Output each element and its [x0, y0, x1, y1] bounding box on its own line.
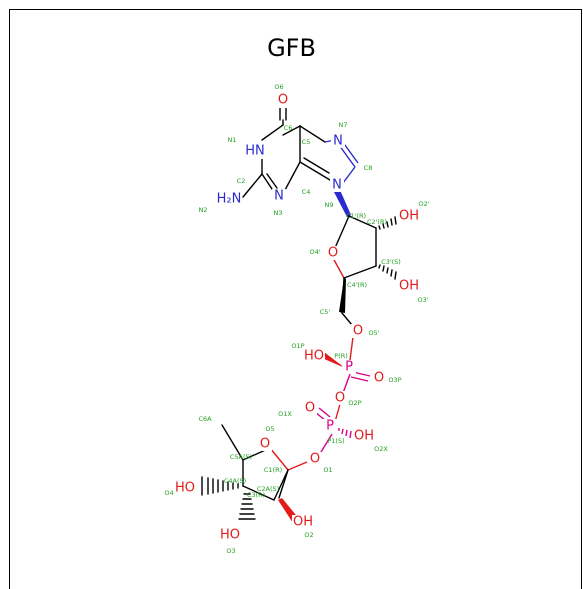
- label-o5: O5: [265, 425, 274, 433]
- label-o1x: O1X: [278, 410, 292, 418]
- c4-oh-hash: [201, 476, 239, 496]
- atom-n1: HN: [245, 144, 265, 159]
- label-c6: C6: [284, 124, 293, 132]
- ribose-bonds: [332, 215, 377, 326]
- atom-o3p: O: [374, 371, 384, 386]
- atom-n7: N: [333, 134, 343, 149]
- atom-n3: N: [274, 189, 284, 204]
- label-o4: O4: [164, 489, 173, 497]
- label-c4-prime: C4'(R): [347, 281, 367, 289]
- label-c5: C5: [302, 138, 311, 146]
- atom-o5-prime: O: [353, 324, 363, 339]
- label-c2-prime: C2'(R): [367, 218, 387, 226]
- label-o4-prime: O4': [309, 248, 320, 256]
- atom-name-labels: O6 C6 N1 C5 N7 C8 C2 C4 N9 N2 N3 C1'(R) …: [164, 83, 429, 555]
- label-c3-prime: C3'(S): [381, 258, 401, 266]
- atom-o4-prime: O: [328, 246, 338, 261]
- label-o1p: O1P: [291, 342, 304, 350]
- label-o3p: O3P: [388, 376, 401, 384]
- label-c4: C4: [302, 188, 311, 196]
- label-o6: O6: [274, 83, 283, 91]
- pa-oh-hash: [338, 428, 352, 439]
- atom-o3-prime: OH: [399, 279, 419, 294]
- atom-o2p: O: [335, 391, 345, 406]
- atom-o3: HO: [220, 528, 240, 543]
- atom-pb-oh: HO: [304, 349, 324, 364]
- label-c1-prime: C1'(R): [346, 212, 366, 220]
- atom-o6: O: [278, 93, 288, 108]
- atom-n9: N: [332, 178, 342, 193]
- label-pb: P(R): [334, 352, 348, 360]
- atom-pb: P: [345, 360, 353, 375]
- atom-pa: P: [326, 419, 334, 434]
- label-c3: C3(R): [247, 491, 265, 499]
- label-c2a: C2A(S): [257, 485, 279, 493]
- label-o2p: O2P: [348, 399, 361, 407]
- c4-c5-wedge: [339, 278, 346, 313]
- diagram-frame: [9, 9, 582, 589]
- label-o2-prime: O2': [418, 200, 429, 208]
- atom-o1: O: [310, 452, 320, 467]
- label-c4a: C4A(S): [224, 477, 246, 485]
- atom-o2: OH: [293, 515, 313, 530]
- label-n1: N1: [228, 136, 237, 144]
- label-c5-prime: C5': [320, 308, 331, 316]
- label-n9: N9: [325, 201, 334, 209]
- sugar-bonds: [221, 424, 308, 501]
- label-c6a: C6A: [198, 415, 212, 423]
- label-n3: N3: [274, 209, 283, 217]
- atom-pa-oh: OH: [354, 429, 374, 444]
- label-o1: O1: [323, 466, 332, 474]
- c3-oh-hash: [238, 493, 256, 520]
- label-pa: P1(S): [327, 437, 344, 445]
- label-o3-prime: O3': [417, 296, 428, 304]
- ribose-hash-bonds: [378, 216, 397, 280]
- atom-n2: H₂N: [217, 192, 242, 207]
- atom-o5: O: [260, 437, 270, 452]
- label-o2: O2: [304, 531, 313, 539]
- label-o3: O3: [226, 547, 235, 555]
- atom-o4: HO: [175, 481, 195, 496]
- atom-o1x: O: [305, 401, 315, 416]
- label-c8: C8: [364, 164, 373, 172]
- label-o2x: O2X: [374, 445, 388, 453]
- label-c1: C1(R): [264, 466, 282, 474]
- label-o5-prime: O5': [368, 329, 379, 337]
- label-c5a: C5A(S): [230, 453, 252, 461]
- label-c2: C2: [237, 177, 246, 185]
- atom-symbols: O HN N N N H₂N OH OH O O HO P O O O P OH…: [174, 92, 420, 543]
- pb-oh-wedge: [322, 352, 345, 368]
- label-n7: N7: [339, 121, 348, 129]
- molecule-title: GFB: [267, 34, 316, 62]
- glycosidic-wedge: [334, 190, 351, 217]
- atom-o2-prime: OH: [399, 209, 419, 224]
- label-n2: N2: [199, 206, 208, 214]
